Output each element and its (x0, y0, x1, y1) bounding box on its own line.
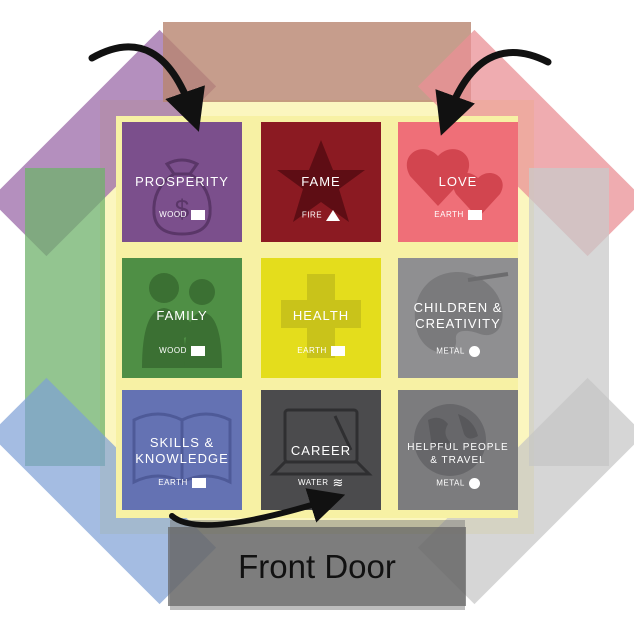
square-icon (190, 210, 205, 220)
tile-health[interactable]: HEALTH EARTH (261, 258, 381, 378)
cross-icon (281, 274, 361, 358)
waves-icon: ≋ (332, 475, 344, 490)
laptop-icon (269, 408, 373, 476)
tile-love[interactable]: LOVE EARTH (398, 122, 518, 242)
band-grey (417, 377, 634, 605)
element-label: METAL (398, 478, 518, 489)
square-icon (191, 478, 206, 488)
square-icon (190, 346, 205, 356)
element-name: WATER (298, 478, 329, 488)
hearts-icon (406, 149, 503, 218)
square-icon (467, 210, 482, 220)
element-name: EARTH (434, 210, 464, 220)
area-name: CAREER (290, 443, 352, 458)
money-bag-icon: $ (152, 158, 212, 236)
area-name: SKILLS & KNOWLEDGE (135, 435, 229, 466)
circle-icon (468, 346, 480, 357)
element-label: WATER≋ (261, 475, 381, 490)
element-name: WOOD (159, 346, 187, 356)
family-icon (142, 273, 222, 368)
area-name: FAME (301, 174, 341, 189)
book-icon (132, 412, 232, 485)
svg-text:$: $ (175, 194, 190, 224)
element-label: WOOD (122, 346, 242, 356)
element-label: EARTH (122, 478, 242, 488)
tile-career[interactable]: CAREER WATER≋ (261, 390, 381, 510)
area-name: FAMILY (156, 308, 208, 323)
element-name: METAL (436, 346, 465, 356)
triangle-icon (326, 210, 341, 221)
area-name: LOVE (438, 174, 478, 189)
tile-helpful-people-travel[interactable]: HELPFUL PEOPLE & TRAVEL METAL (398, 390, 518, 510)
element-label: FIRE (261, 210, 381, 221)
element-name: WOOD (159, 210, 187, 220)
front-door-text: Front Door (238, 547, 396, 585)
tile-skills-knowledge[interactable]: SKILLS & KNOWLEDGE EARTH (122, 390, 242, 510)
circle-icon (468, 478, 480, 489)
element-label: EARTH (261, 346, 381, 356)
square-icon (330, 346, 345, 356)
area-name: PROSPERITY (135, 174, 229, 189)
tile-fame[interactable]: FAME FIRE (261, 122, 381, 242)
palette-icon (414, 272, 509, 353)
element-name: FIRE (301, 210, 323, 220)
area-name: HEALTH (292, 308, 350, 323)
element-name: EARTH (297, 346, 327, 356)
globe-icon (414, 404, 486, 476)
area-name: CHILDREN & CREATIVITY (413, 300, 503, 331)
tile-family[interactable]: FAMILY WOOD (122, 258, 242, 378)
element-name: EARTH (158, 478, 188, 488)
band-blue (0, 377, 217, 605)
star-icon (277, 140, 365, 222)
band-top (163, 22, 471, 102)
element-label: EARTH (398, 210, 518, 220)
front-door-label: Front Door (168, 527, 466, 606)
element-name: METAL (436, 478, 465, 488)
element-label: METAL (398, 346, 518, 357)
tile-prosperity[interactable]: $ PROSPERITY WOOD (122, 122, 242, 242)
element-label: WOOD (122, 210, 242, 220)
area-name: HELPFUL PEOPLE & TRAVEL (407, 442, 509, 466)
tile-children-creativity[interactable]: CHILDREN & CREATIVITY METAL (398, 258, 518, 378)
